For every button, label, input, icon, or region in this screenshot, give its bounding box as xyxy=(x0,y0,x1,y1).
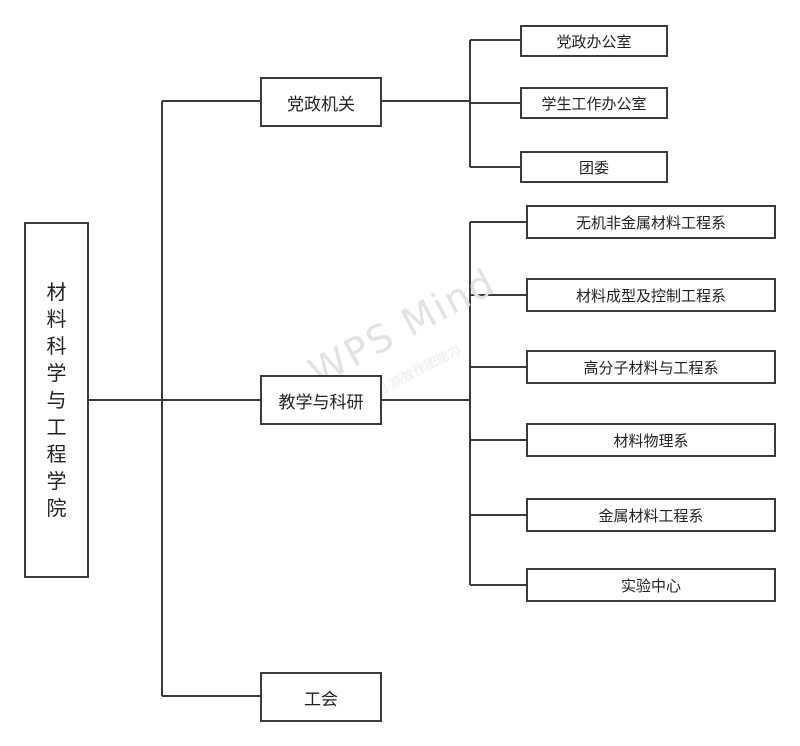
node-union[interactable]: 工会 xyxy=(260,672,382,722)
root-char: 程 xyxy=(46,441,67,466)
node-teaching-child[interactable]: 材料物理系 xyxy=(526,423,776,457)
node-admin-child[interactable]: 党政办公室 xyxy=(520,25,668,57)
node-teaching-child[interactable]: 金属材料工程系 xyxy=(526,498,776,532)
root-char: 与 xyxy=(46,387,67,412)
node-teaching[interactable]: 教学与科研 xyxy=(260,375,382,425)
node-teaching-child[interactable]: 无机非金属材料工程系 xyxy=(526,205,776,239)
node-teaching-child[interactable]: 实验中心 xyxy=(526,568,776,602)
root-char: 学 xyxy=(46,360,67,385)
root-char: 材 xyxy=(46,279,67,304)
node-admin-child[interactable]: 学生工作办公室 xyxy=(520,87,668,119)
root-char: 工 xyxy=(46,414,67,439)
node-admin-child[interactable]: 团委 xyxy=(520,151,668,183)
root-char: 院 xyxy=(46,495,67,520)
node-admin[interactable]: 党政机关 xyxy=(260,77,382,127)
node-teaching-child[interactable]: 高分子材料与工程系 xyxy=(526,350,776,384)
root-char: 科 xyxy=(46,333,67,358)
root-char: 料 xyxy=(46,306,67,331)
root-char: 学 xyxy=(46,468,67,493)
root-node[interactable]: 材 料 科 学 与 工 程 学 院 xyxy=(24,222,89,578)
node-teaching-child[interactable]: 材料成型及控制工程系 xyxy=(526,278,776,312)
